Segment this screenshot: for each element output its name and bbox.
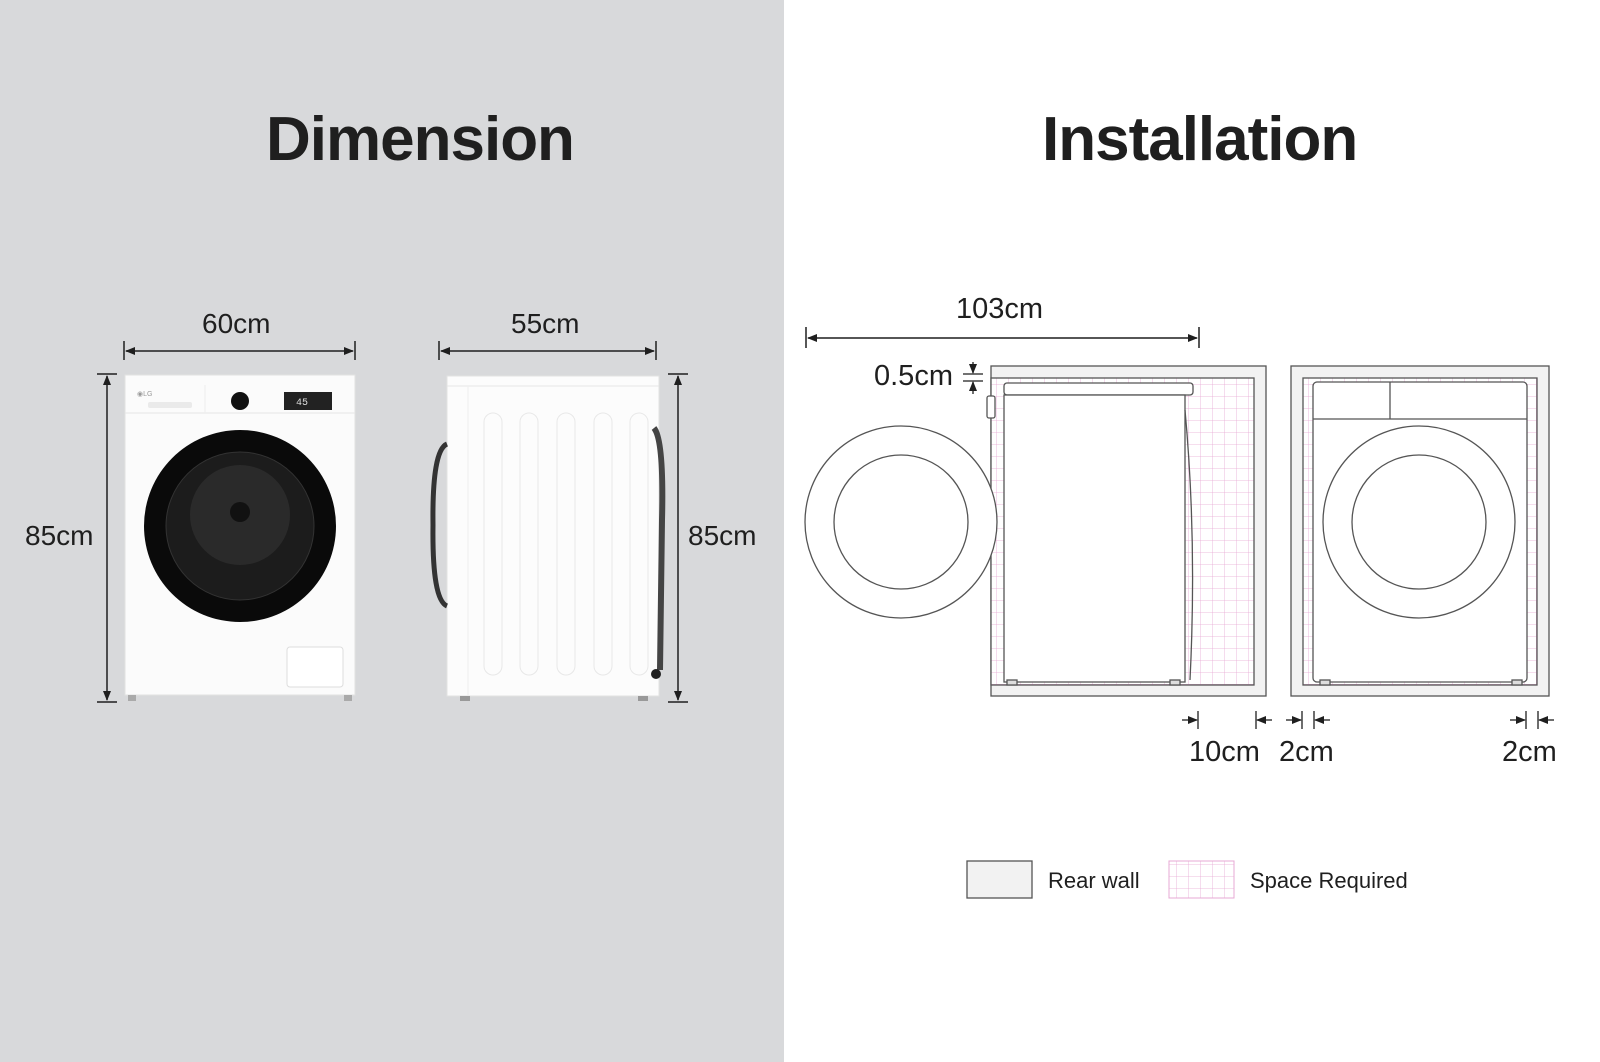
display-readout: 45 [296,398,308,409]
top-clearance-label: 0.5cm [874,360,953,392]
front-height-label: 85cm [25,520,94,551]
top-clearance-marker [963,362,983,394]
legend-space-required-swatch [1168,860,1235,899]
total-depth-label: 103cm [956,293,1044,325]
installation-title: Installation [1042,105,1358,174]
front-height-dimension-line [97,373,117,703]
front-installation-view [1290,365,1550,697]
washer-front-view: ◉LG 45 [124,374,356,701]
legend-rear-wall-label: Rear wall [1048,868,1140,893]
legend-space-required-label: Space Required [1250,868,1408,893]
side-height-dimension-line [668,373,688,703]
dimension-title: Dimension [266,105,575,174]
total-depth-dimension-line [805,327,1200,348]
rear-clearance-marker [1182,711,1272,729]
rear-clearance-label: 10cm [1189,736,1260,768]
front-width-label: 60cm [202,308,271,339]
front-width-dimension-line [123,341,356,360]
legend-rear-wall-swatch [966,860,1033,899]
side-depth-dimension-line [438,341,657,360]
svg-text:◉LG: ◉LG [137,391,152,398]
side-clearance-right-marker [1510,711,1554,729]
side-clearance-left-label: 2cm [1279,736,1334,768]
side-clearance-left-marker [1286,711,1330,729]
side-depth-label: 55cm [511,308,580,339]
side-installation-view [804,365,1267,697]
side-clearance-right-label: 2cm [1502,736,1557,768]
washer-side-view [430,375,666,701]
side-height-label: 85cm [688,520,757,551]
